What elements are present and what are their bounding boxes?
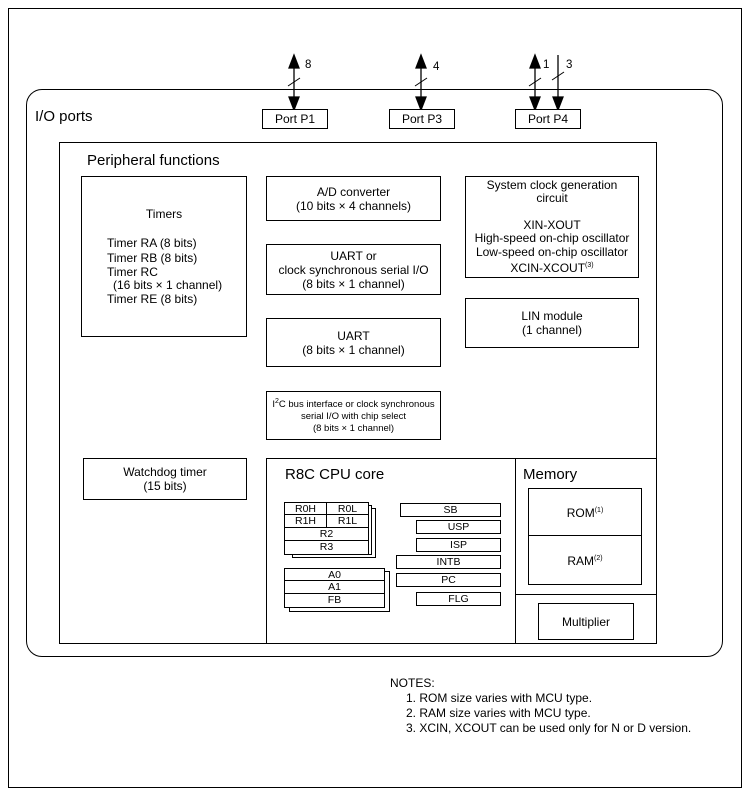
sb-register: SB	[400, 503, 501, 517]
timers-title: Timers	[145, 207, 183, 221]
port-p1-label: Port P1	[274, 112, 316, 126]
port-p3-box: Port P3	[389, 109, 455, 129]
uart-csio-line3: (8 bits × 1 channel)	[302, 276, 405, 291]
lin-title: LIN module	[521, 309, 583, 323]
clock-xcin-xcout: XCIN-XCOUT(3)	[510, 261, 594, 275]
io-ports-label: I/O ports	[35, 108, 93, 125]
timer-ra: Timer RA (8 bits)	[107, 236, 197, 250]
io-ports-block	[26, 89, 723, 657]
r0l-register: R0L	[326, 502, 369, 515]
port-p4-io-line-count: 1	[543, 59, 550, 71]
r1l-register: R1L	[326, 514, 369, 528]
uart-csio-box: UART or clock synchronous serial I/O (8 …	[266, 244, 441, 295]
multiplier-box: Multiplier	[538, 603, 634, 640]
i2c-line2: serial I/O with chip select	[300, 411, 407, 423]
port-p1-box: Port P1	[262, 109, 328, 129]
rom-box: ROM(1)	[528, 488, 642, 536]
fb-register: FB	[284, 593, 385, 608]
port-p4-box: Port P4	[515, 109, 581, 129]
watchdog-title: Watchdog timer	[123, 465, 207, 479]
clock-high-speed-osc: High-speed on-chip oscillator	[474, 231, 630, 245]
arrow-up-icon	[288, 53, 300, 69]
uart-detail: (8 bits × 1 channel)	[302, 342, 405, 357]
i2c-line3: (8 bits × 1 channel)	[312, 423, 395, 435]
a1-register: A1	[284, 580, 385, 594]
flg-register: FLG	[416, 592, 501, 606]
timer-rb: Timer RB (8 bits)	[107, 251, 198, 265]
note-3: 3. XCIN, XCOUT can be used only for N or…	[406, 721, 692, 735]
port-p4-in-line-count: 3	[566, 59, 573, 71]
intb-register: INTB	[396, 555, 501, 569]
arrow-up-icon	[415, 53, 427, 69]
arrow-down-icon	[552, 96, 564, 112]
ram-label: RAM(2)	[567, 554, 603, 568]
timer-rc: Timer RC	[107, 265, 158, 279]
notes-title: NOTES:	[390, 676, 435, 690]
i2c-line1: I2C bus interface or clock synchronous	[272, 397, 435, 411]
r1h-register: R1H	[284, 514, 327, 528]
port-p4-label: Port P4	[527, 112, 569, 126]
clock-gen-box: System clock generation circuit XIN-XOUT…	[465, 176, 639, 278]
uart-csio-line1: UART or	[330, 248, 377, 263]
clock-low-speed-osc: Low-speed on-chip oscillator	[475, 244, 629, 259]
uart-title: UART	[337, 328, 370, 343]
ram-box: RAM(2)	[528, 535, 642, 585]
cpu-core-label: R8C CPU core	[285, 466, 385, 483]
adc-detail: (10 bits × 4 channels)	[295, 198, 412, 213]
usp-register: USP	[416, 520, 501, 534]
arrow-down-icon	[529, 96, 541, 112]
watchdog-detail: (15 bits)	[143, 479, 187, 493]
adc-box: A/D converter (10 bits × 4 channels)	[266, 176, 441, 221]
clock-xin-xout: XIN-XOUT	[523, 217, 581, 232]
timers-box: Timers Timer RA (8 bits) Timer RB (8 bit…	[81, 176, 247, 337]
watchdog-box: Watchdog timer (15 bits)	[83, 458, 247, 500]
memory-label: Memory	[523, 466, 578, 483]
port-p3-label: Port P3	[401, 112, 443, 126]
rom-label: ROM(1)	[566, 506, 604, 520]
arrow-up-icon	[529, 53, 541, 69]
note-1: 1. ROM size varies with MCU type.	[406, 691, 593, 705]
r2-register: R2	[284, 527, 369, 541]
lin-module-box: LIN module (1 channel)	[465, 298, 639, 348]
clock-gen-title: System clock generation	[486, 177, 618, 192]
uart-box: UART (8 bits × 1 channel)	[266, 318, 441, 367]
arrow-down-icon	[415, 96, 427, 112]
r0h-register: R0H	[284, 502, 327, 515]
peripheral-functions-label: Peripheral functions	[87, 152, 220, 169]
i2c-box: I2C bus interface or clock synchronous s…	[266, 391, 441, 440]
uart-csio-line2: clock synchronous serial I/O	[278, 262, 429, 277]
note-2: 2. RAM size varies with MCU type.	[406, 706, 591, 720]
clock-gen-title-2: circuit	[536, 191, 568, 205]
port-p1-line-count: 8	[305, 59, 312, 71]
adc-title: A/D converter	[316, 184, 391, 199]
r3-register: R3	[284, 540, 369, 555]
pc-register: PC	[396, 573, 501, 587]
arrow-down-icon	[288, 96, 300, 112]
lin-detail: (1 channel)	[521, 323, 583, 337]
timer-rc-detail: (16 bits × 1 channel)	[113, 278, 223, 292]
port-p3-line-count: 4	[433, 61, 440, 73]
notes: NOTES: 1. ROM size varies with MCU type.…	[390, 676, 691, 736]
isp-register: ISP	[416, 538, 501, 552]
figure-frame	[8, 8, 742, 788]
multiplier-label: Multiplier	[561, 614, 610, 629]
timer-re: Timer RE (8 bits)	[107, 292, 198, 306]
